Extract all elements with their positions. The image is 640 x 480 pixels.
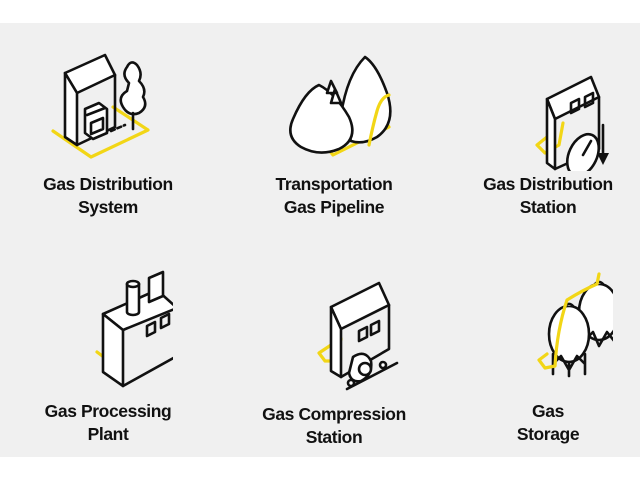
item-title-line2: Storage [516, 424, 580, 444]
item-title-line2: Station [305, 427, 363, 447]
compressor-building-icon [317, 281, 399, 391]
house-with-stove-icon [51, 53, 150, 159]
storage-tanks-icon [537, 272, 613, 378]
station-with-gauge-icon [535, 75, 609, 171]
item-title-line1: Gas [532, 401, 564, 421]
item-title-line1: Gas Distribution [43, 174, 173, 194]
item-title-line1: Gas Processing [44, 401, 172, 421]
item-title-line1: Gas Compression [262, 404, 406, 424]
mountain-pipeline-icon [289, 55, 392, 157]
factory-icon [95, 270, 173, 388]
item-title-line1: Gas Distribution [483, 174, 613, 194]
item-title-line1: Transportation [275, 174, 393, 194]
item-title-line2: Gas Pipeline [283, 197, 385, 217]
item-title-line2: Plant [87, 424, 129, 444]
item-title-line2: System [78, 197, 138, 217]
item-title-line2: Station [519, 197, 577, 217]
